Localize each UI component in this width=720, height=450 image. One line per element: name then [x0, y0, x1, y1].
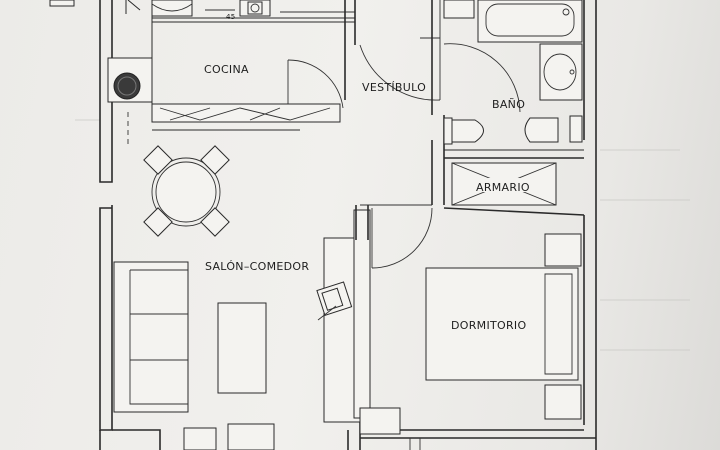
coffee-table: [217, 302, 267, 394]
room-label-vestibulo: VESTÍBULO: [362, 81, 426, 94]
corridor-walls: [355, 204, 432, 240]
dining-table: [151, 157, 221, 227]
outer-walls: [99, 0, 597, 450]
bath-shelf: [443, 0, 475, 19]
chair: [200, 145, 230, 175]
room-label-salon: SALÓN–COMEDOR: [205, 260, 309, 273]
chair: [200, 207, 230, 237]
room-label-armario: ARMARIO: [476, 181, 530, 194]
room-label-cocina: COCINA: [204, 63, 249, 76]
sofa: [113, 261, 189, 413]
nightstand: [544, 384, 582, 420]
bathtub: [477, 0, 583, 43]
sink-unit: [151, 0, 193, 17]
bathroom: BAÑO: [443, 0, 584, 159]
background-text-lines: [75, 119, 690, 351]
lower-cabinets: [151, 103, 341, 123]
bidet: [524, 117, 559, 143]
chair: [143, 207, 173, 237]
wardrobe: ARMARIO: [443, 162, 585, 216]
cabinet-width-label: 45: [226, 13, 236, 21]
armchair: [316, 281, 353, 316]
living-dining: SALÓN–COMEDOR: [113, 145, 401, 450]
vestibule: VESTÍBULO: [359, 0, 445, 269]
toilet: [451, 119, 484, 143]
double-bed: [425, 267, 579, 381]
washbasin: [539, 43, 583, 101]
nightstand: [544, 233, 582, 267]
kitchen: 45 COCINA: [107, 0, 356, 148]
chair: [143, 145, 173, 175]
room-label-dormitorio: DORMITORIO: [451, 319, 526, 332]
room-label-bano: BAÑO: [492, 98, 525, 111]
bedroom: DORMITORIO: [425, 233, 582, 420]
